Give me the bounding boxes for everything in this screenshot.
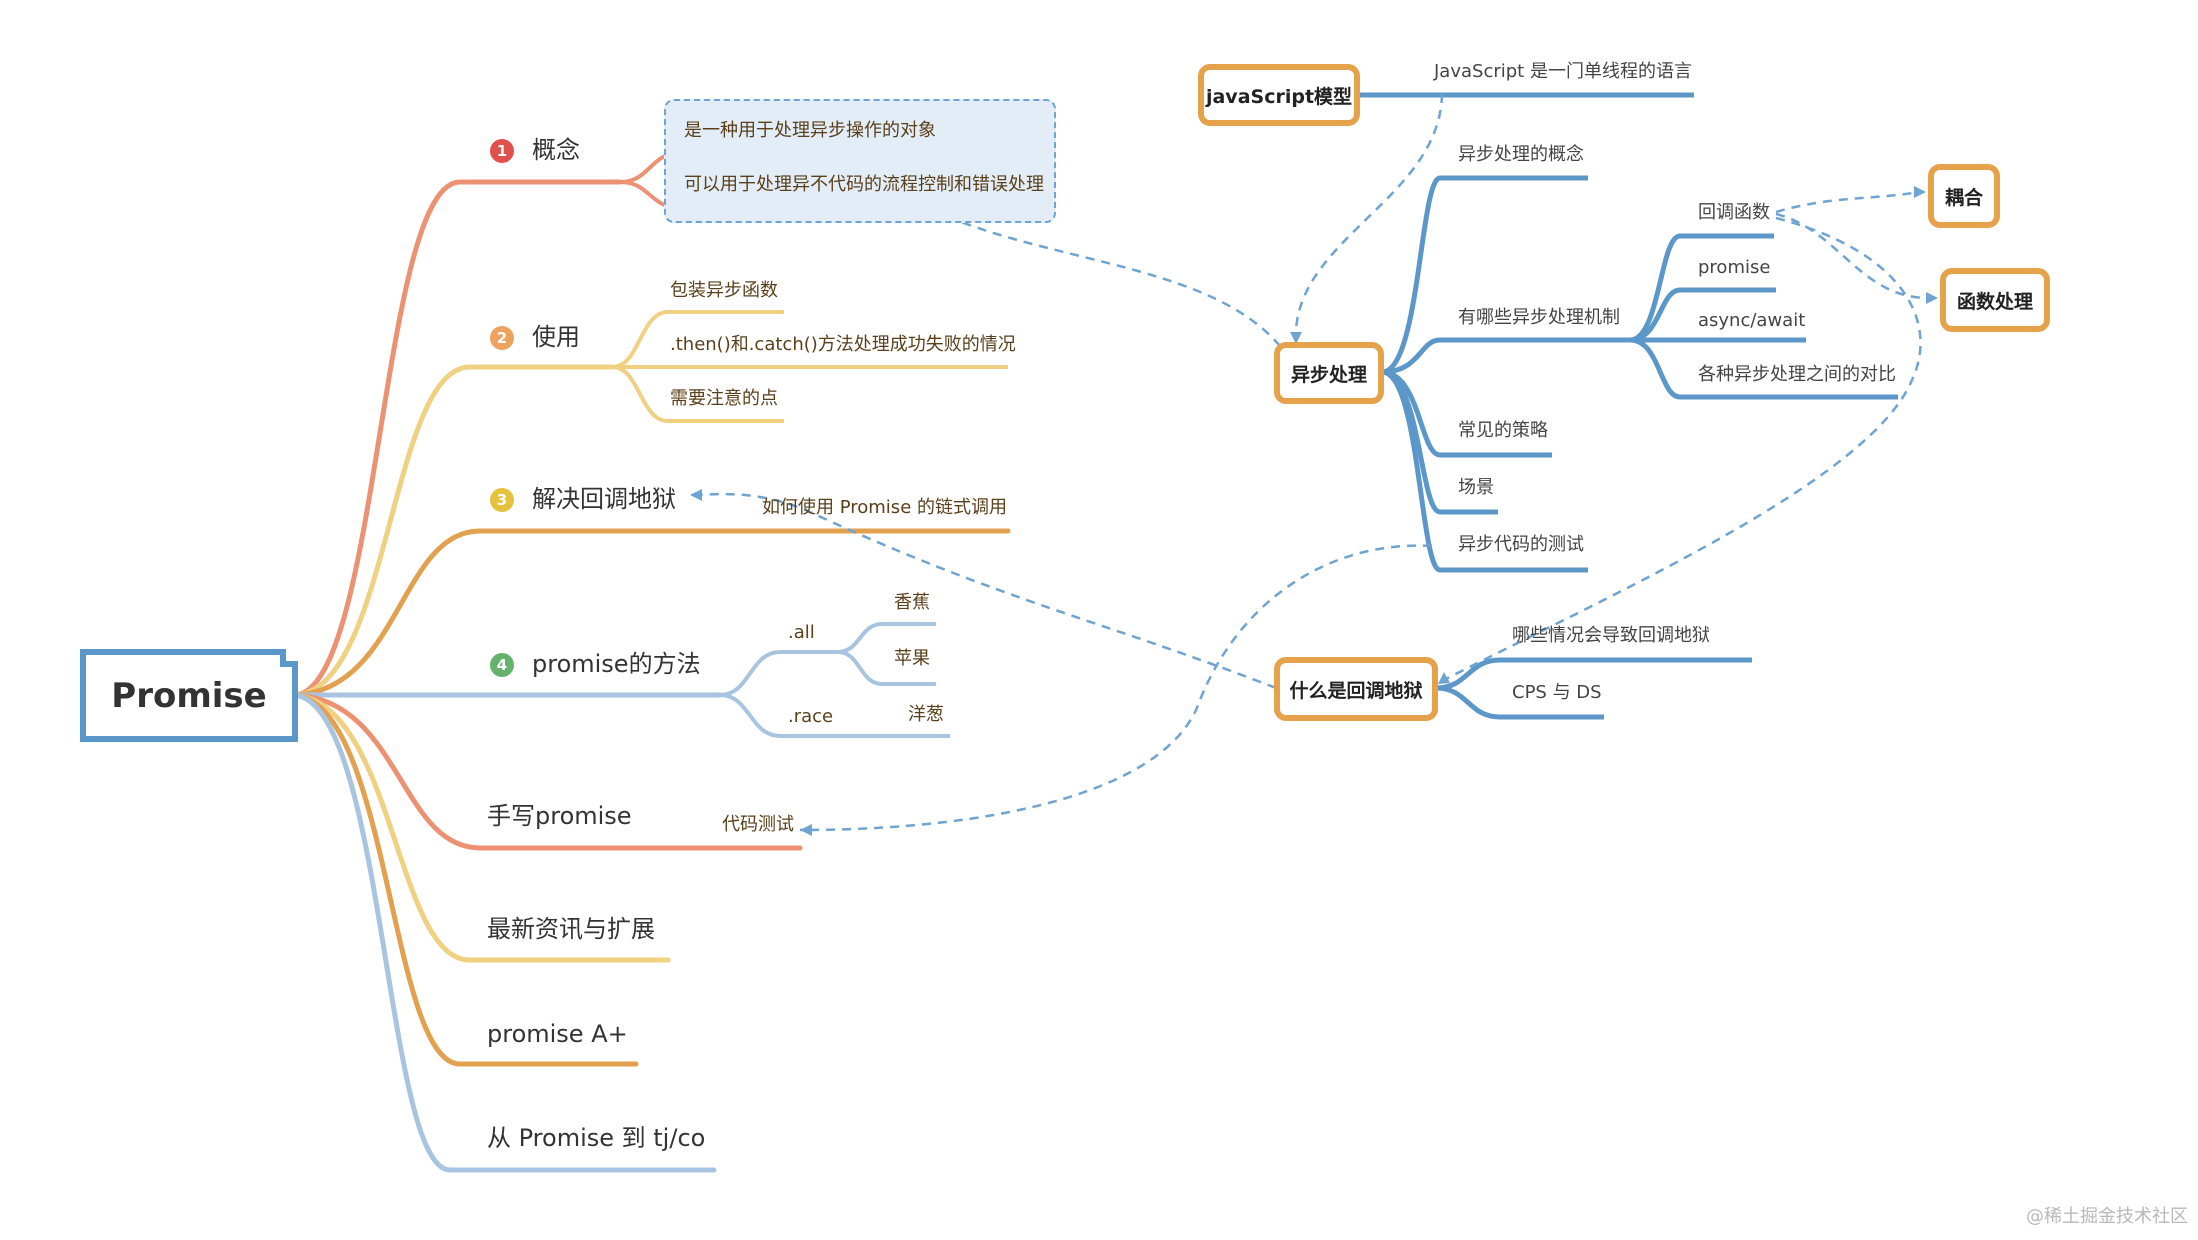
async-strategies[interactable]: 常见的策略: [1458, 420, 1548, 441]
branch-news[interactable]: 最新资讯与扩展: [487, 915, 655, 943]
mechanism-comparison[interactable]: 各种异步处理之间的对比: [1698, 364, 1896, 385]
node-what-is-hell[interactable]: 什么是回调地狱: [1274, 657, 1438, 721]
method-all[interactable]: .all: [788, 622, 815, 643]
concept-child-1[interactable]: 是一种用于处理异步操作的对象: [684, 120, 936, 141]
root-label: Promise: [111, 675, 267, 716]
callback-hell-child-1[interactable]: 如何使用 Promise 的链式调用: [762, 497, 1007, 518]
edge-handwrite: [292, 692, 483, 851]
edge-usage: [292, 364, 473, 698]
async-concept[interactable]: 异步处理的概念: [1458, 144, 1584, 165]
node-js-model[interactable]: javaScript模型: [1198, 64, 1360, 126]
concept-highlight-box: [664, 99, 1056, 223]
usage-child-3[interactable]: 需要注意的点: [670, 388, 778, 409]
branch-handwrite[interactable]: 手写promise: [487, 802, 632, 830]
root-node[interactable]: Promise: [80, 649, 298, 742]
handwrite-child-1[interactable]: 代码测试: [722, 814, 794, 835]
usage-child-1[interactable]: 包装异步函数: [670, 280, 778, 301]
edge-news: [292, 692, 473, 963]
branch-callback-hell-label: 解决回调地狱: [532, 485, 676, 513]
node-func-handling-label: 函数处理: [1956, 290, 2033, 313]
number-badge-2: 2: [490, 326, 514, 350]
concept-child-2[interactable]: 可以用于处理异不代码的流程控制和错误处理: [684, 174, 1044, 195]
number-badge-1: 1: [490, 139, 514, 163]
method-race[interactable]: .race: [788, 706, 834, 727]
hell-child-1[interactable]: 哪些情况会导致回调地狱: [1512, 625, 1710, 646]
branch-usage[interactable]: 2 使用: [490, 325, 580, 350]
node-func-handling[interactable]: 函数处理: [1940, 268, 2050, 332]
async-testing[interactable]: 异步代码的测试: [1458, 534, 1584, 555]
usage-child-2[interactable]: .then()和.catch()方法处理成功失败的情况: [670, 334, 1016, 355]
hell-child-2[interactable]: CPS 与 DS: [1512, 682, 1602, 703]
node-coupling[interactable]: 耦合: [1928, 164, 2000, 228]
number-badge-4: 4: [490, 653, 514, 677]
watermark: @稀土掘金技术社区: [2026, 1206, 2188, 1227]
branch-callback-hell[interactable]: 3 解决回调地狱: [490, 487, 676, 512]
async-mechanisms[interactable]: 有哪些异步处理机制: [1458, 307, 1620, 328]
node-js-model-label: javaScript模型: [1205, 85, 1353, 108]
branch-usage-label: 使用: [532, 323, 580, 351]
branch-aplus[interactable]: promise A+: [487, 1020, 628, 1048]
node-async-label: 异步处理: [1290, 363, 1367, 386]
node-what-is-hell-label: 什么是回调地狱: [1289, 679, 1423, 702]
number-badge-3: 3: [490, 488, 514, 512]
node-coupling-label: 耦合: [1944, 186, 1983, 209]
branch-concept-label: 概念: [532, 136, 580, 164]
js-model-child[interactable]: JavaScript 是一门单线程的语言: [1434, 61, 1692, 82]
branch-tjco[interactable]: 从 Promise 到 tj/co: [487, 1124, 706, 1152]
edge-concept: [292, 179, 463, 698]
mechanism-callback[interactable]: 回调函数: [1698, 202, 1770, 223]
method-all-child-1[interactable]: 香蕉: [894, 592, 930, 613]
mechanism-promise[interactable]: promise: [1698, 257, 1771, 278]
branch-concept[interactable]: 1 概念: [490, 138, 580, 163]
edge-aplus: [292, 692, 463, 1067]
async-scenes[interactable]: 场景: [1458, 477, 1494, 498]
method-race-child-1[interactable]: 洋葱: [908, 704, 944, 725]
method-all-child-2[interactable]: 苹果: [894, 648, 930, 669]
branch-methods[interactable]: 4 promise的方法: [490, 652, 701, 677]
mechanism-async-await[interactable]: async/await: [1698, 310, 1806, 331]
edge-hell: [292, 528, 483, 698]
node-async[interactable]: 异步处理: [1274, 342, 1384, 404]
branch-methods-label: promise的方法: [532, 650, 701, 678]
edge-tjco: [292, 692, 453, 1173]
